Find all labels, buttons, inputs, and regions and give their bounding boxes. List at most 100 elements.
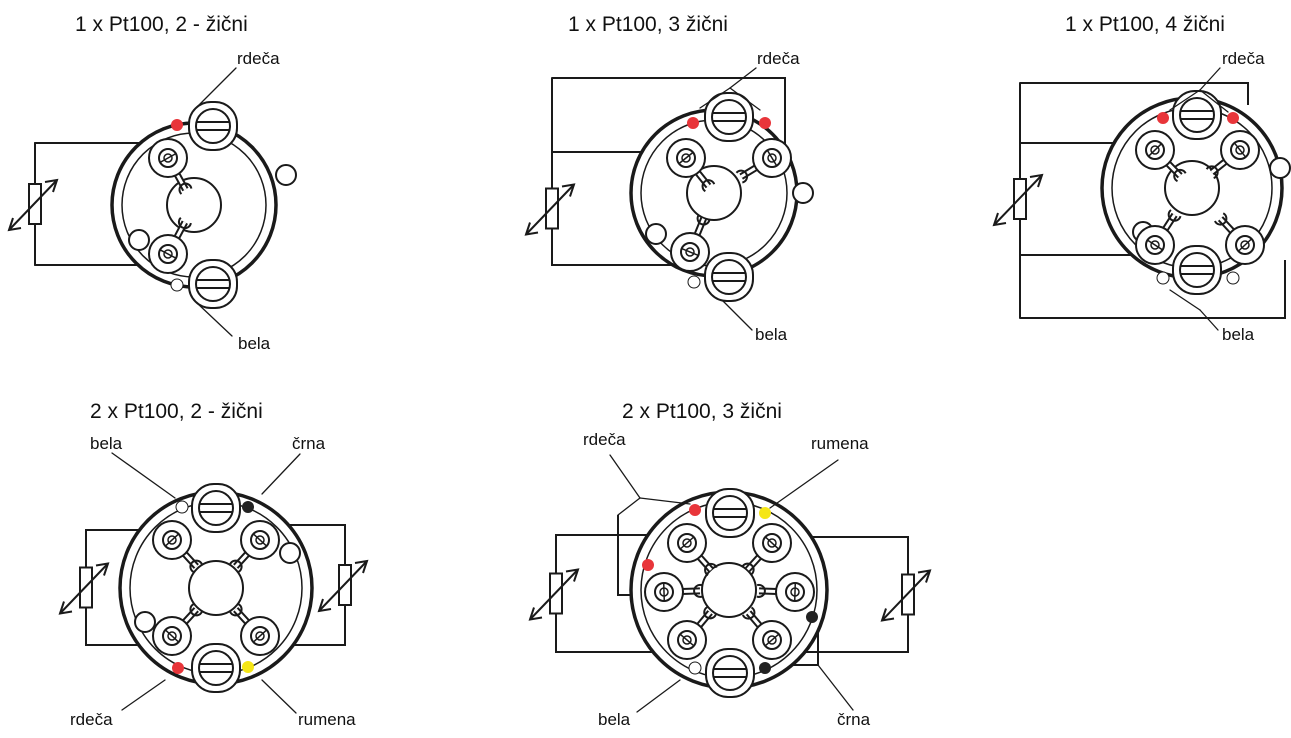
d2-leader-rdeca-c bbox=[729, 87, 761, 111]
terminal-slot bbox=[764, 536, 780, 550]
hole-circle bbox=[1269, 157, 1291, 179]
terminal-clip bbox=[756, 583, 766, 598]
diagram-3-label-bela: bela bbox=[1222, 325, 1255, 344]
housing-hub bbox=[166, 177, 222, 233]
terminal-slot bbox=[1147, 239, 1163, 251]
terminal-spoke-inner bbox=[697, 555, 713, 571]
diagram-2-label-rdeca: rdeča bbox=[757, 49, 800, 68]
terminal-clip bbox=[1214, 212, 1228, 226]
resistor-arrow-tail bbox=[880, 608, 895, 622]
mounting-screw-icon bbox=[191, 643, 241, 693]
diagram-1-label-bela: bela bbox=[238, 334, 271, 353]
diagrams-layer bbox=[7, 67, 1291, 714]
resistor-arrow-shaft bbox=[8, 179, 58, 231]
d2-leader-bela bbox=[721, 299, 753, 331]
diagram-1-title: 1 x Pt100, 2 - žični bbox=[75, 13, 248, 36]
hole-circle bbox=[792, 182, 814, 204]
hole-circle bbox=[134, 611, 156, 633]
d3-wire-bottom bbox=[1020, 260, 1286, 319]
d4-leader-rdeca bbox=[121, 679, 166, 711]
d3-white-dot-right-icon bbox=[1226, 271, 1240, 285]
d5-black-dot-bottom-icon bbox=[759, 662, 771, 674]
terminal-slot bbox=[678, 151, 694, 165]
d5-leader-rumena bbox=[769, 459, 839, 509]
mount-head bbox=[1179, 97, 1215, 133]
mounting-screw-icon bbox=[705, 488, 755, 538]
d1-resistor-icon bbox=[7, 178, 59, 232]
d5-leader-rdeca-a bbox=[609, 454, 641, 499]
diagram-4-label-rdeca: rdeča bbox=[70, 710, 113, 729]
mounting-screw-icon bbox=[704, 252, 754, 302]
terminal-spoke-inner bbox=[746, 555, 761, 571]
terminal-clip bbox=[704, 562, 718, 577]
terminal-clip bbox=[741, 606, 756, 620]
diagram-1-label-rdeca: rdeča bbox=[237, 49, 280, 68]
d3-leader-bela-b bbox=[1169, 289, 1201, 311]
diagram-4-label-bela: bela bbox=[90, 434, 123, 453]
diagram-5-label-crna: črna bbox=[837, 710, 871, 729]
diagram-2-title: 1 x Pt100, 3 žični bbox=[568, 13, 728, 36]
d2-leader-rdeca-a bbox=[729, 67, 757, 89]
resistor-arrow-tail bbox=[992, 212, 1007, 227]
terminal-screw-icon bbox=[148, 138, 193, 195]
terminal-clip bbox=[189, 559, 203, 573]
terminal-screw-icon bbox=[667, 606, 717, 660]
d5-red-dot-top-icon bbox=[689, 504, 701, 516]
diagram-5-label-bela: bela bbox=[598, 710, 631, 729]
resistor-arrow-shaft bbox=[993, 174, 1043, 226]
mounting-screw-icon bbox=[188, 259, 238, 309]
terminal-slot bbox=[1233, 142, 1247, 158]
resistor-arrow-head bbox=[917, 569, 932, 583]
terminal-clip bbox=[1167, 209, 1182, 222]
d1-leader-rdeca bbox=[197, 67, 237, 107]
terminal-screw-icon bbox=[644, 572, 703, 612]
diagram-4-title: 2 x Pt100, 2 - žični bbox=[90, 400, 263, 423]
d3-white-dot-left-icon bbox=[1156, 271, 1170, 285]
d3-leader-rdeca-b bbox=[1169, 89, 1201, 111]
d1-leader-bela bbox=[196, 302, 233, 337]
resistor-arrow-shaft bbox=[318, 560, 368, 612]
d2-leader-rdeca-b bbox=[699, 87, 731, 109]
terminal-screw-icon bbox=[229, 603, 280, 656]
resistor-arrow-head bbox=[44, 178, 59, 193]
terminal-clip bbox=[1205, 165, 1219, 180]
terminal-slot bbox=[1148, 143, 1162, 157]
terminal-clip bbox=[741, 562, 755, 576]
terminal-spoke-inner bbox=[695, 218, 705, 236]
d3-red-dot-left-icon bbox=[1157, 112, 1169, 124]
terminal-slot bbox=[164, 533, 180, 547]
mounting-screw-icon bbox=[1172, 245, 1222, 295]
terminal-screw-icon bbox=[1214, 212, 1265, 265]
terminal-spoke-inner bbox=[681, 589, 701, 593]
diagram-3-title: 1 x Pt100, 4 žični bbox=[1065, 13, 1225, 36]
terminal-screw-icon bbox=[1135, 130, 1187, 183]
terminal-slot bbox=[252, 629, 268, 643]
terminal-clip bbox=[177, 216, 192, 230]
d4-resistor-right-icon bbox=[317, 559, 369, 613]
terminal-slot bbox=[679, 536, 695, 550]
mount-head bbox=[195, 108, 231, 144]
d4-red-dot-icon bbox=[172, 662, 184, 674]
mount-head bbox=[712, 495, 748, 531]
resistor-arrow-shaft bbox=[881, 569, 931, 622]
resistor-arrow-tail bbox=[317, 598, 332, 613]
d1-white-dot-icon bbox=[170, 278, 184, 292]
terminal-spoke-inner bbox=[758, 589, 778, 593]
d5-leader-bela bbox=[636, 679, 681, 713]
terminal-spoke-inner bbox=[1219, 217, 1234, 233]
resistor-arrow-head bbox=[95, 562, 110, 576]
terminal-screw-icon bbox=[152, 520, 203, 573]
terminal-spoke-inner bbox=[740, 166, 758, 178]
hole-circle bbox=[645, 223, 667, 245]
mount-head bbox=[195, 266, 231, 302]
d5-leader-rdeca-b bbox=[617, 497, 641, 516]
d5-red-dot-left-icon bbox=[642, 559, 654, 571]
mounting-screw-icon bbox=[188, 101, 238, 151]
mount-head bbox=[1179, 252, 1215, 288]
terminal-slot bbox=[159, 152, 177, 164]
terminal-spoke-inner bbox=[183, 552, 198, 568]
diagram-4-label-crna: črna bbox=[292, 434, 326, 453]
d4-black-dot-icon bbox=[242, 501, 254, 513]
terminal-screw-icon bbox=[735, 138, 792, 184]
